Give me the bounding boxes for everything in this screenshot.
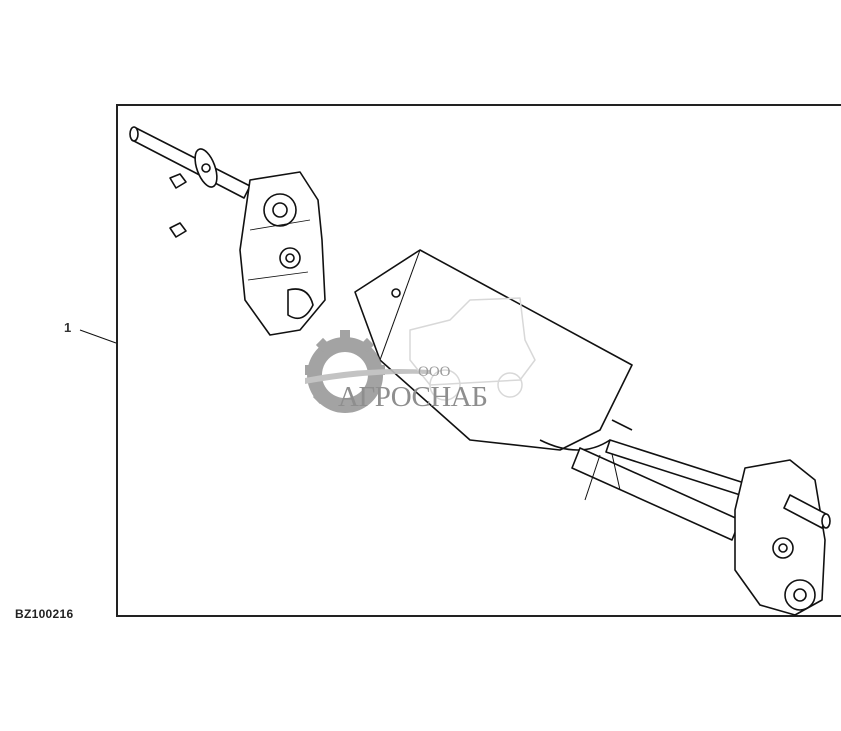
watermark-name: АГРОСНАБ bbox=[338, 381, 488, 413]
watermark-prefix: ООО bbox=[418, 364, 451, 380]
left-shaft bbox=[129, 126, 251, 199]
left-gearbox bbox=[239, 171, 326, 336]
callout-leader bbox=[79, 329, 117, 344]
callout-1: 1 bbox=[64, 320, 72, 335]
center-housing bbox=[354, 249, 633, 451]
right-gearbox bbox=[734, 459, 831, 616]
watermark-combine-harvester bbox=[409, 297, 536, 401]
diagram-frame bbox=[116, 104, 841, 617]
fitting bbox=[169, 173, 187, 238]
right-axle-tube bbox=[571, 439, 761, 541]
figure-id: BZ100216 bbox=[15, 607, 74, 621]
watermark-gear-logo bbox=[305, 330, 430, 413]
